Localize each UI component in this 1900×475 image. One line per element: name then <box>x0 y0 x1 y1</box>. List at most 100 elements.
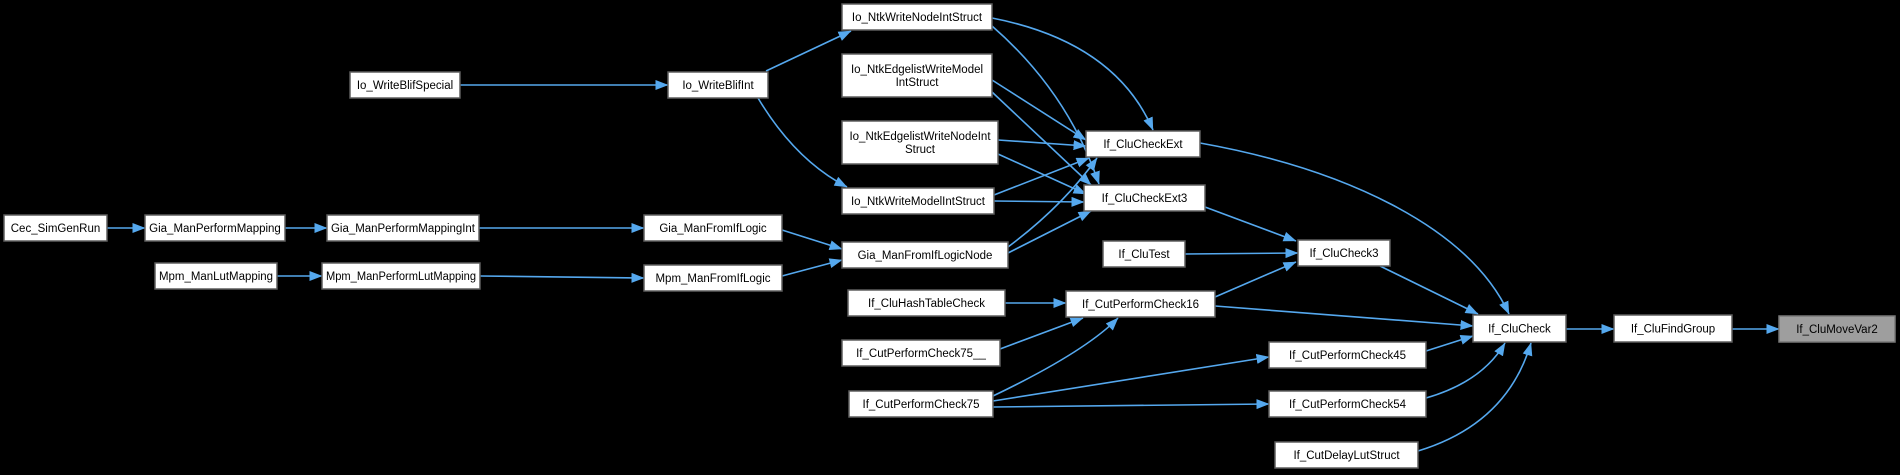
node-if-cut-perform-check75[interactable]: If_CutPerformCheck75 <box>848 390 994 418</box>
node-label: If_CluCheckExt <box>1103 139 1183 151</box>
node-if-cut-perform-check45[interactable]: If_CutPerformCheck45 <box>1268 341 1427 369</box>
edge-gia-man-from-if-logic-to-gia-man-from-if-logic-node <box>781 229 843 250</box>
edge-io-write-blif-int-to-io-ntk-write-node-int-struct <box>765 30 852 72</box>
edge-if-clu-check-ext3-to-if-clu-check3 <box>1204 206 1297 242</box>
node-io-write-blif-int[interactable]: Io_WriteBlifInt <box>667 71 769 99</box>
node-box <box>1065 290 1216 318</box>
node-box <box>1268 341 1427 369</box>
node-io-write-blif-special[interactable]: Io_WriteBlifSpecial <box>349 71 461 99</box>
node-label: Io_WriteBlifInt <box>682 80 754 92</box>
node-label: Gia_ManPerformMapping <box>149 223 281 235</box>
node-box <box>1102 240 1186 268</box>
node-if-cut-perform-check75-u[interactable]: If_CutPerformCheck75__ <box>841 339 1001 367</box>
node-box <box>326 214 480 242</box>
node-box <box>841 53 993 98</box>
node-box <box>841 3 993 31</box>
node-label: If_CutPerformCheck16 <box>1082 299 1199 311</box>
edge-if-cut-perform-check75-u-to-if-cut-perform-check16 <box>999 317 1084 350</box>
node-box <box>321 262 481 290</box>
edge-if-clu-check3-to-if-clu-check <box>1379 265 1479 315</box>
node-box <box>667 71 769 99</box>
node-if-clu-check-ext[interactable]: If_CluCheckExt <box>1085 130 1201 158</box>
node-box <box>848 390 994 418</box>
edges-layer <box>107 17 1780 452</box>
node-label: Gia_ManFromIfLogicNode <box>858 250 993 262</box>
node-label: Struct <box>905 144 936 156</box>
edge-io-ntk-edgelist-write-model-int-struct-to-if-clu-check-ext <box>991 79 1087 141</box>
edge-io-ntk-write-node-int-struct-to-if-clu-check-ext <box>991 17 1154 131</box>
node-label: Io_WriteBlifSpecial <box>357 80 453 92</box>
edge-io-ntk-write-model-int-struct-to-if-clu-check-ext <box>993 157 1090 196</box>
node-label: If_CluCheck3 <box>1309 248 1378 260</box>
edge-if-cut-perform-check75-to-if-cut-perform-check16 <box>992 317 1119 397</box>
node-label: If_CluCheckExt3 <box>1102 193 1188 205</box>
node-box <box>1472 314 1567 343</box>
node-if-clu-check3[interactable]: If_CluCheck3 <box>1297 239 1391 267</box>
node-box <box>841 339 1001 367</box>
node-label: IntStruct <box>896 77 940 89</box>
node-if-clu-hash-table-check[interactable]: If_CluHashTableCheck <box>847 289 1006 317</box>
node-if-clu-test[interactable]: If_CluTest <box>1102 240 1186 268</box>
node-gia-man-perform-mapping[interactable]: Gia_ManPerformMapping <box>144 214 286 242</box>
edge-gia-man-from-if-logic-node-to-if-clu-check-ext <box>1007 157 1098 248</box>
node-label: If_CluTest <box>1118 249 1170 261</box>
edge-if-clu-check-ext-to-if-clu-check <box>1199 142 1510 315</box>
node-if-clu-check-ext3[interactable]: If_CluCheckExt3 <box>1083 184 1206 212</box>
node-label: Io_NtkEdgelistWriteModel <box>851 64 983 76</box>
node-if-clu-move-var2: If_CluMoveVar2 <box>1778 315 1896 343</box>
node-box <box>1268 390 1427 418</box>
node-box <box>1297 239 1391 267</box>
node-label: Mpm_ManFromIfLogic <box>655 273 770 285</box>
node-box <box>841 241 1009 269</box>
node-gia-man-from-if-logic[interactable]: Gia_ManFromIfLogic <box>643 214 783 242</box>
node-gia-man-perform-mapping-int[interactable]: Gia_ManPerformMappingInt <box>326 214 480 242</box>
node-label: Io_NtkWriteNodeIntStruct <box>852 12 983 24</box>
edge-io-ntk-edgelist-write-node-int-struct-to-if-clu-check-ext <box>997 139 1087 151</box>
node-mpm-man-from-if-logic[interactable]: Mpm_ManFromIfLogic <box>643 264 783 292</box>
node-label: If_CutPerformCheck75__ <box>856 348 986 360</box>
node-label: If_CluFindGroup <box>1631 324 1715 336</box>
edge-io-ntk-edgelist-write-model-int-struct-to-if-clu-check-ext3 <box>991 91 1092 186</box>
edge-gia-man-from-if-logic-node-to-if-clu-check-ext3 <box>1007 210 1092 254</box>
node-label: Mpm_ManPerformLutMapping <box>326 271 476 283</box>
edge-if-cut-perform-check54-to-if-clu-check <box>1425 342 1506 399</box>
node-box <box>349 71 461 99</box>
node-label: If_CluMoveVar2 <box>1796 324 1878 336</box>
node-gia-man-from-if-logic-node[interactable]: Gia_ManFromIfLogicNode <box>841 241 1009 269</box>
node-box <box>1778 315 1896 343</box>
node-io-ntk-write-model-int-struct[interactable]: Io_NtkWriteModelIntStruct <box>841 187 995 215</box>
edge-if-cut-perform-check16-to-if-clu-check3 <box>1214 261 1297 298</box>
edge-if-cut-perform-check45-to-if-clu-check <box>1425 335 1474 352</box>
node-label: Cec_SimGenRun <box>11 223 100 235</box>
node-label: Io_NtkWriteModelIntStruct <box>851 196 986 208</box>
node-io-ntk-write-node-int-struct[interactable]: Io_NtkWriteNodeIntStruct <box>841 3 993 31</box>
node-cec-sim-gen-run[interactable]: Cec_SimGenRun <box>3 214 108 242</box>
node-box <box>841 120 999 165</box>
edge-mpm-man-from-if-logic-to-gia-man-from-if-logic-node <box>781 258 843 277</box>
edge-if-cut-perform-check16-to-if-clu-check <box>1214 305 1474 331</box>
edge-mpm-man-perform-lut-mapping-to-mpm-man-from-if-logic <box>479 272 645 283</box>
node-mpm-man-lut-mapping[interactable]: Mpm_ManLutMapping <box>154 262 278 290</box>
node-if-cut-perform-check54[interactable]: If_CutPerformCheck54 <box>1268 390 1427 418</box>
node-if-clu-find-group[interactable]: If_CluFindGroup <box>1613 314 1733 343</box>
node-if-cut-perform-check16[interactable]: If_CutPerformCheck16 <box>1065 290 1216 318</box>
node-box <box>144 214 286 242</box>
node-box <box>643 264 783 292</box>
node-box <box>841 187 995 215</box>
node-box <box>847 289 1006 317</box>
node-label: If_CluCheck <box>1488 324 1551 336</box>
node-if-clu-check[interactable]: If_CluCheck <box>1472 314 1567 343</box>
node-box <box>1085 130 1201 158</box>
edge-if-clu-test-to-if-clu-check3 <box>1184 248 1299 259</box>
node-label: If_CluHashTableCheck <box>868 298 985 310</box>
node-box <box>1613 314 1733 343</box>
node-mpm-man-perform-lut-mapping[interactable]: Mpm_ManPerformLutMapping <box>321 262 481 290</box>
node-box <box>154 262 278 290</box>
node-label: Mpm_ManLutMapping <box>159 271 273 283</box>
node-if-cut-delay-lut-struct[interactable]: If_CutDelayLutStruct <box>1274 441 1419 469</box>
node-label: Gia_ManFromIfLogic <box>659 223 767 235</box>
